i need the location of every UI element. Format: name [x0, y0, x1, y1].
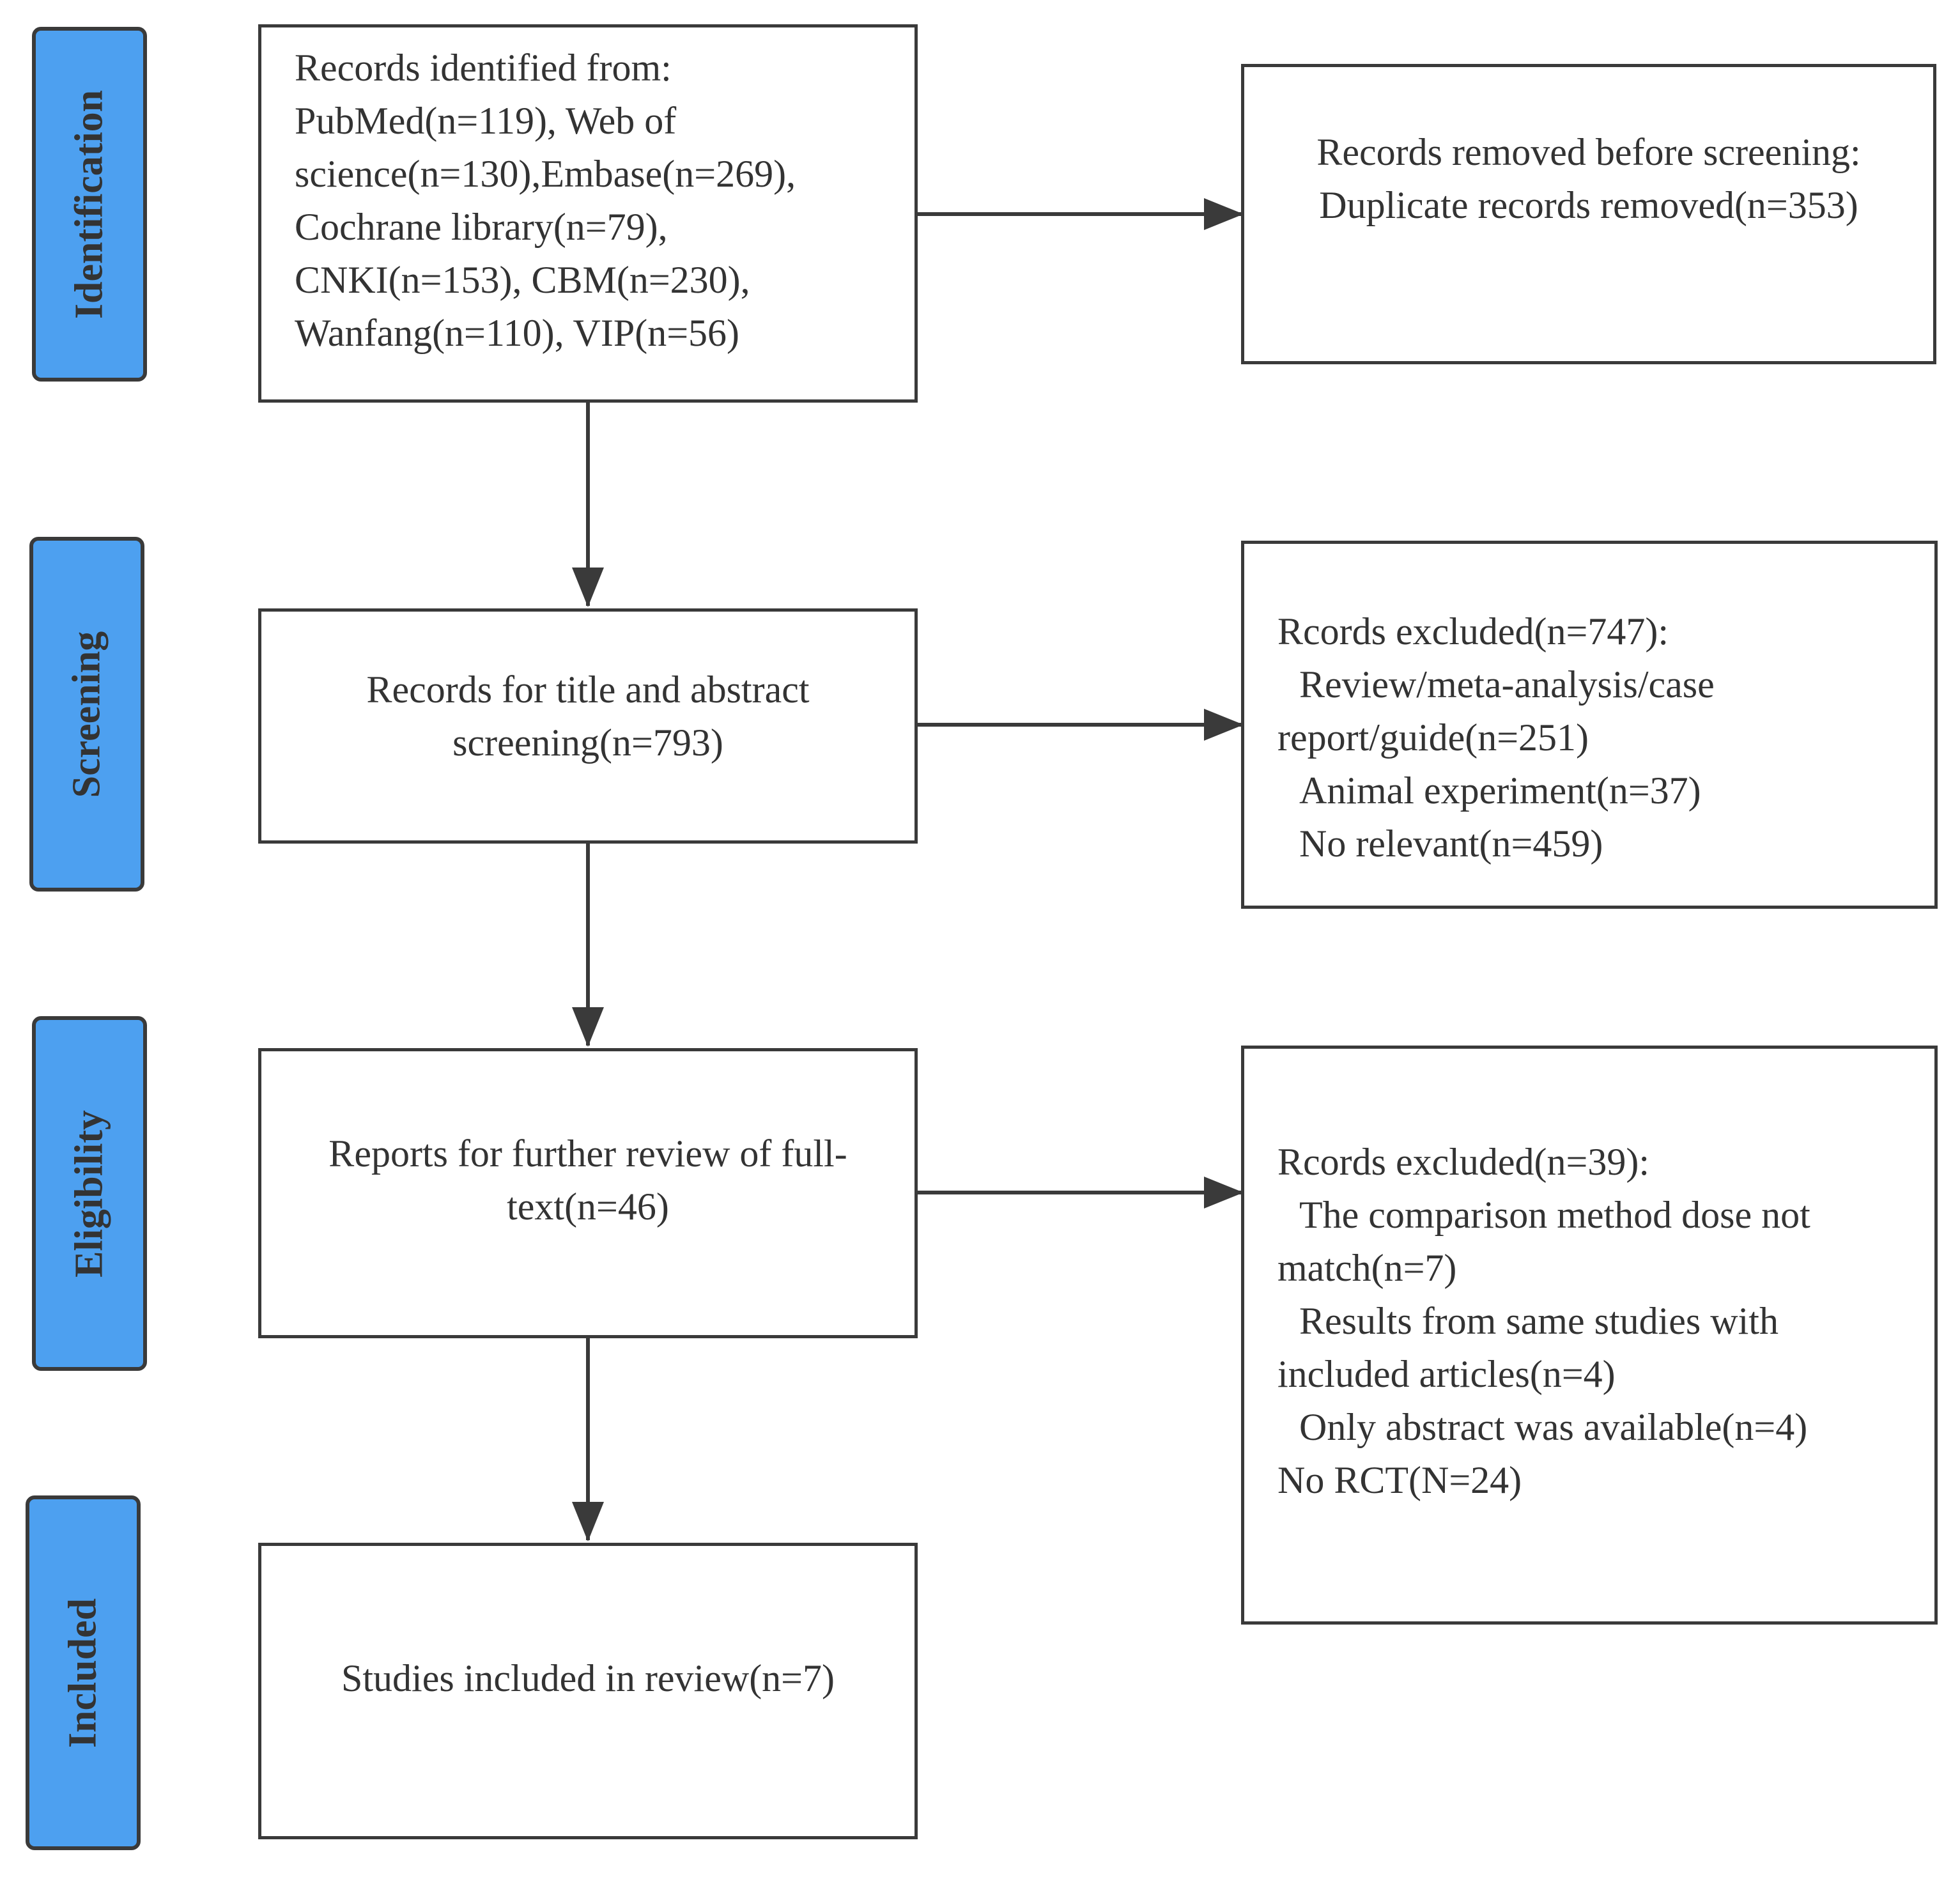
- arrowhead-fulltext-to-excluded: [1204, 1177, 1244, 1209]
- included-line: Studies included in review(n=7): [341, 1657, 835, 1699]
- stage-identification: Identification: [32, 27, 147, 382]
- screening-box: Records for title and abstract screening…: [258, 608, 918, 844]
- records-removed-line: Records removed before screening:: [1316, 131, 1861, 173]
- excluded-fulltext-line: The comparison method dose not: [1299, 1194, 1810, 1236]
- excluded-fulltext-line: No RCT(N=24): [1277, 1459, 1522, 1501]
- arrowhead-fulltext-to-included: [572, 1502, 604, 1541]
- screening-line: screening(n=793): [452, 722, 723, 764]
- records-identified-box: Records identified from: PubMed(n=119), …: [258, 24, 918, 403]
- arrowhead-screening-to-excluded: [1204, 709, 1244, 741]
- records-identified-line: Cochrane library(n=79),: [295, 206, 668, 248]
- arrowhead-screening-to-fulltext: [572, 1007, 604, 1047]
- excluded-fulltext-line: Only abstract was available(n=4): [1299, 1406, 1808, 1448]
- excluded-screening-line: Review/meta-analysis/case: [1299, 663, 1715, 706]
- excluded-fulltext-line: Rcords excluded(n=39):: [1277, 1141, 1650, 1183]
- stage-identification-label: Identification: [67, 89, 111, 319]
- fulltext-box: Reports for further review of full- text…: [258, 1048, 918, 1338]
- fulltext-line: Reports for further review of full-: [328, 1132, 847, 1175]
- excluded-screening-box: Rcords excluded(n=747): Review/meta-anal…: [1241, 541, 1938, 909]
- arrowhead-identified-to-screening: [572, 568, 604, 607]
- fulltext-line: text(n=46): [507, 1186, 669, 1228]
- records-removed-line: Duplicate records removed(n=353): [1319, 184, 1858, 226]
- arrowhead-identified-to-removed: [1204, 198, 1244, 230]
- records-identified-line: PubMed(n=119), Web of: [295, 100, 677, 142]
- records-removed-box: Records removed before screening: Duplic…: [1241, 64, 1936, 364]
- excluded-fulltext-box: Rcords excluded(n=39): The comparison me…: [1241, 1046, 1938, 1625]
- excluded-screening-line: report/guide(n=251): [1277, 716, 1589, 759]
- excluded-screening-line: No relevant(n=459): [1299, 823, 1603, 865]
- excluded-fulltext-line: Results from same studies with: [1299, 1300, 1779, 1342]
- records-identified-line: CNKI(n=153), CBM(n=230),: [295, 259, 750, 301]
- records-identified-line: Records identified from:: [295, 47, 672, 89]
- screening-line: Records for title and abstract: [366, 668, 810, 711]
- included-box: Studies included in review(n=7): [258, 1543, 918, 1839]
- excluded-fulltext-line: included articles(n=4): [1277, 1353, 1616, 1395]
- records-identified-line: Wanfang(n=110), VIP(n=56): [295, 312, 740, 354]
- excluded-screening-line: Animal experiment(n=37): [1299, 769, 1701, 812]
- stage-included: Included: [26, 1495, 141, 1850]
- stage-screening-label: Screening: [65, 631, 109, 798]
- stage-screening: Screening: [29, 537, 144, 892]
- stage-eligibility-label: Eligibility: [67, 1109, 111, 1278]
- stage-eligibility: Eligibility: [32, 1016, 147, 1371]
- excluded-screening-line: Rcords excluded(n=747):: [1277, 610, 1669, 653]
- stage-included-label: Included: [61, 1598, 105, 1748]
- records-identified-line: science(n=130),Embase(n=269),: [295, 153, 796, 195]
- excluded-fulltext-line: match(n=7): [1277, 1247, 1457, 1289]
